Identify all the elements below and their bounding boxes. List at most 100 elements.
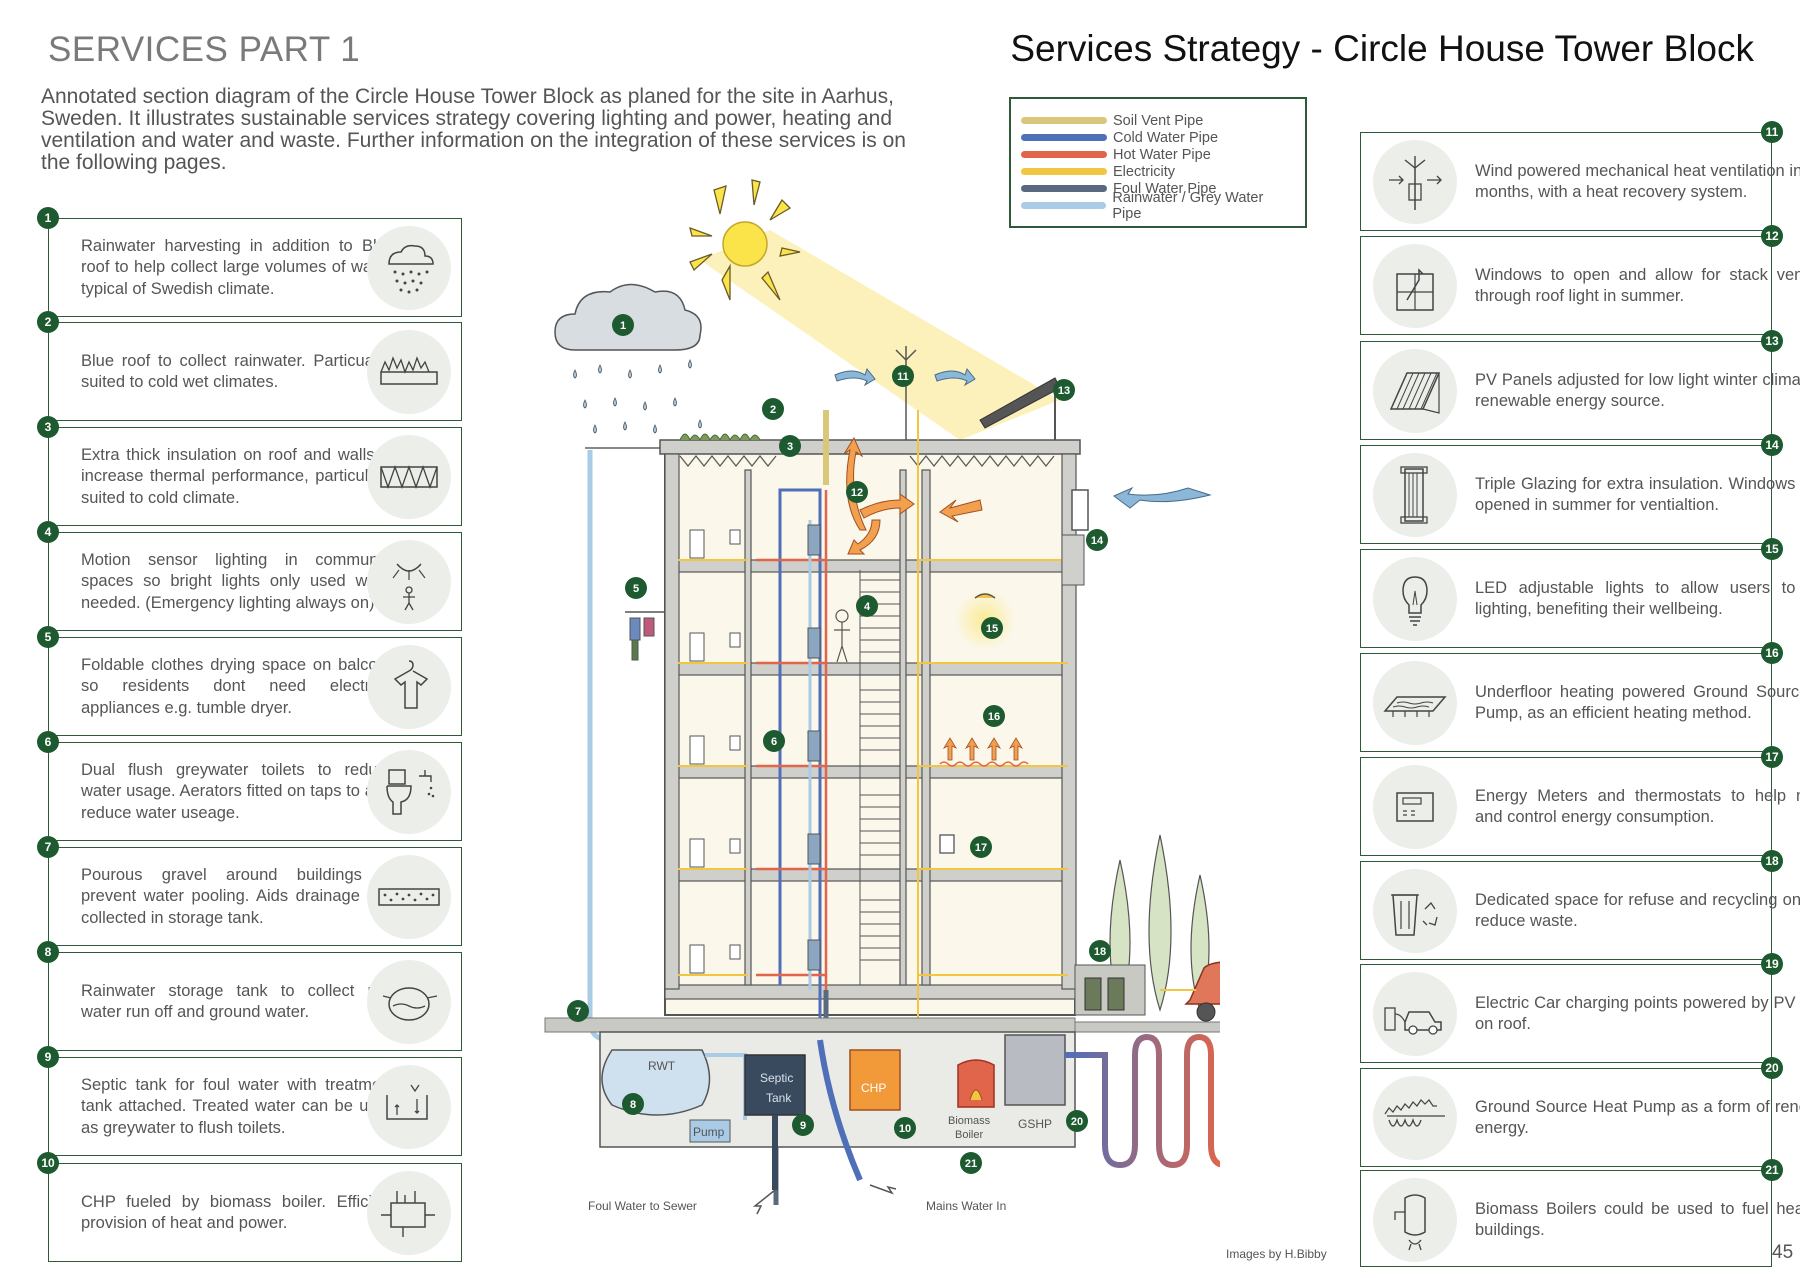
underfloor-heat-arrows — [942, 737, 1024, 761]
svg-text:6: 6 — [771, 736, 777, 748]
diagram-markers: 1 2 3 4 5 6 7 8 9 10 11 12 13 14 15 16 1… — [567, 314, 1111, 1174]
person-figure — [834, 609, 850, 663]
card-text: Ground Source Heat Pump as a form of ren… — [1475, 1097, 1800, 1138]
legend-label: Foul Water Pipe — [1113, 180, 1217, 197]
mains-water-label: Mains Water In — [926, 1199, 1006, 1213]
svg-text:20: 20 — [1071, 1116, 1083, 1128]
info-card-20: 20 Ground Source Heat Pump as a form of … — [1360, 1057, 1800, 1167]
legend-label: Soil Vent Pipe — [1113, 112, 1204, 129]
chp-unit — [849, 1049, 901, 1111]
bin — [1107, 977, 1125, 1011]
legend-swatch — [1021, 168, 1107, 175]
info-card-5: 5 Foldable clothes drying space on balco… — [37, 626, 462, 736]
marker-13: 13 — [1053, 379, 1075, 401]
svg-text:16: 16 — [988, 711, 1000, 723]
card-text: LED adjustable lights to allow users to … — [1475, 578, 1800, 619]
triple-glazed-window — [1071, 489, 1089, 531]
card-number-badge: 4 — [37, 521, 59, 543]
card-number-badge: 9 — [37, 1046, 59, 1068]
pipe-legend: Soil Vent Pipe Cold Water Pipe Hot Water… — [1009, 97, 1307, 228]
gravel-icon — [367, 855, 451, 939]
toilet-icon — [367, 750, 451, 834]
card-text: Blue roof to collect rainwater. Particua… — [81, 351, 395, 392]
stairwell — [859, 570, 901, 985]
svg-text:13: 13 — [1058, 385, 1070, 397]
wind-arrows — [834, 367, 1212, 509]
info-card-14: 14 Triple Glazing for extra insulation. … — [1360, 434, 1800, 544]
marker-16: 16 — [983, 705, 1005, 727]
card-text: Dedicated space for refuse and recycling… — [1475, 890, 1800, 931]
pump-box — [689, 1119, 731, 1143]
legend-row: Rainwater / Grey Water Pipe — [1021, 190, 1295, 222]
card-number-badge: 7 — [37, 836, 59, 858]
card-number-badge: 21 — [1761, 1159, 1783, 1181]
marker-8: 8 — [622, 1093, 644, 1115]
legend-row: Foul Water Pipe — [1021, 180, 1295, 197]
svg-text:12: 12 — [851, 487, 863, 499]
legend-row: Soil Vent Pipe — [1021, 112, 1295, 129]
info-card-19: 19 Electric Car charging points powered … — [1360, 953, 1800, 1063]
page-section-label: SERVICES PART 1 — [48, 30, 361, 69]
legend-swatch — [1021, 134, 1107, 141]
septic-tank — [744, 1054, 806, 1116]
legend-label: Cold Water Pipe — [1113, 129, 1219, 146]
marker-14: 14 — [1086, 529, 1108, 551]
roof-insulation-right — [909, 455, 1055, 467]
image-credit: Images by H.Bibby — [1226, 1247, 1327, 1261]
bin — [1084, 977, 1102, 1011]
info-card-13: 13 PV Panels adjusted for low light wint… — [1360, 330, 1800, 440]
marker-2: 2 — [762, 398, 784, 420]
roof-slab — [659, 439, 1081, 455]
rwt-label: RWT — [648, 1059, 676, 1073]
info-card-3: 3 Extra thick insulation on roof and wal… — [37, 416, 462, 526]
gshp-icon — [1373, 1076, 1457, 1160]
marker-9: 9 — [792, 1114, 814, 1136]
svg-text:21: 21 — [965, 1158, 977, 1170]
card-text: Biomass Boilers could be used to fuel he… — [1475, 1199, 1800, 1240]
ventilation-arrows — [843, 436, 983, 555]
stack-vent-icon — [1373, 244, 1457, 328]
svg-text:14: 14 — [1091, 535, 1104, 547]
card-number-badge: 10 — [37, 1152, 59, 1174]
card-number-badge: 19 — [1761, 953, 1783, 975]
card-text: Foldable clothes drying space on balcony… — [81, 655, 395, 717]
card-text: Energy Meters and thermostats to help mo… — [1475, 786, 1800, 827]
biomass-label: Biomass — [948, 1115, 991, 1127]
svg-text:2: 2 — [770, 404, 776, 416]
chp-icon — [367, 1171, 451, 1255]
legend-swatch — [1021, 202, 1107, 209]
insulation-icon — [367, 435, 451, 519]
green-roof — [679, 433, 761, 442]
card-number-badge: 12 — [1761, 225, 1783, 247]
info-card-4: 4 Motion sensor lighting in community sp… — [37, 521, 462, 631]
energy-meter — [939, 834, 955, 854]
svg-text:10: 10 — [899, 1123, 911, 1135]
sun-icon — [722, 221, 768, 267]
card-number-badge: 17 — [1761, 746, 1783, 768]
card-text: Pourous gravel around buildings to preve… — [81, 865, 395, 927]
building-section-diagram: RWT Pump Septic Tank CHP Biomass Boiler … — [544, 179, 1220, 1215]
underfloor-pipe — [939, 761, 1029, 767]
legend-swatch — [1021, 185, 1107, 192]
toilets — [807, 524, 821, 971]
electricity-cable — [678, 410, 1068, 1030]
card-text: Underfloor heating powered Ground Source… — [1475, 682, 1800, 723]
blue-roof-icon — [367, 330, 451, 414]
ground-loop — [1065, 1033, 1220, 1169]
svg-text:8: 8 — [630, 1099, 636, 1111]
card-number-badge: 13 — [1761, 330, 1783, 352]
info-card-15: 15 LED adjustable lights to allow users … — [1360, 538, 1800, 648]
sunlight-beam — [700, 230, 1060, 440]
info-card-11: 11 Wind powered mechanical heat ventilat… — [1360, 121, 1800, 231]
foul-water-label: Foul Water to Sewer — [588, 1199, 697, 1213]
card-text: Rainwater storage tank to collect rain w… — [81, 981, 395, 1022]
page-number: 45 — [1772, 1242, 1794, 1263]
card-number-badge: 14 — [1761, 434, 1783, 456]
tank-icon — [367, 960, 451, 1044]
marker-21: 21 — [960, 1152, 982, 1174]
info-card-12: 12 Windows to open and allow for stack v… — [1360, 225, 1800, 335]
info-card-7: 7 Pourous gravel around buildings to pre… — [37, 836, 462, 946]
card-text: Triple Glazing for extra insulation. Win… — [1475, 474, 1800, 515]
card-text: Septic tank for foul water with treatmen… — [81, 1075, 395, 1137]
